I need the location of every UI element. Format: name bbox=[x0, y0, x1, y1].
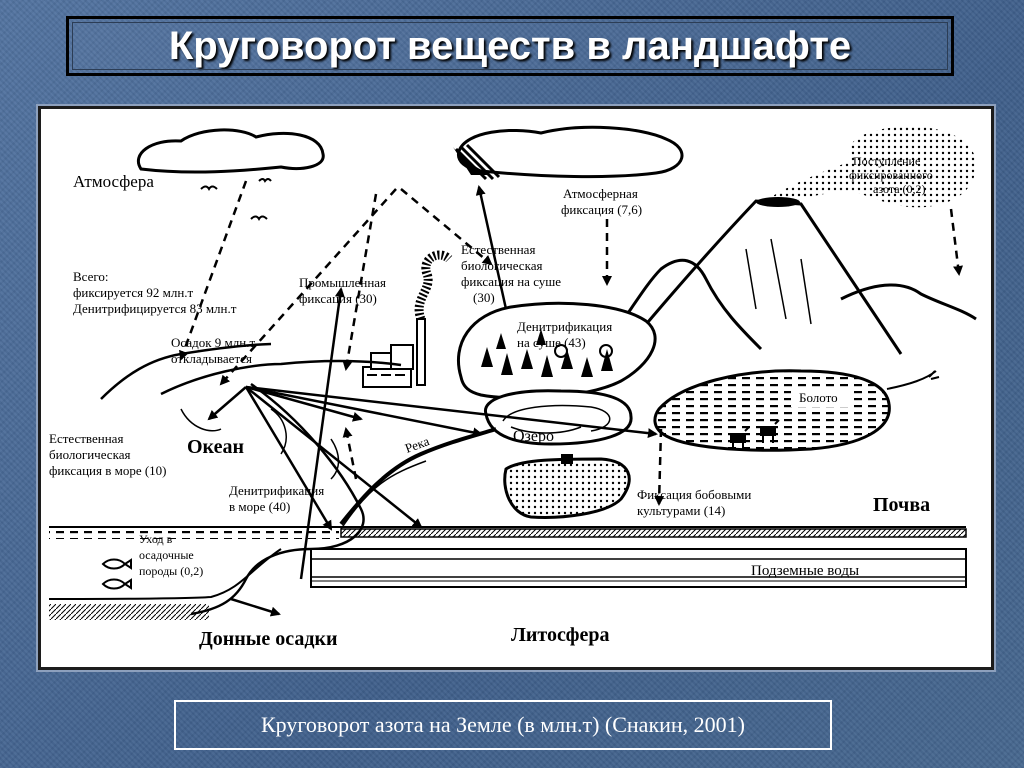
arrow-to-river bbox=[244, 386, 333, 531]
left-cloud bbox=[137, 128, 325, 174]
volcano-crater bbox=[756, 197, 800, 207]
bottom-sediment-layer bbox=[49, 604, 209, 620]
arrow-atm-sea bbox=[219, 188, 397, 386]
label-land-denit-1: Денитрификация bbox=[517, 319, 612, 334]
bird-icon bbox=[250, 215, 268, 221]
label-sed-rocks-3: породы (0,2) bbox=[139, 564, 203, 578]
arrow-atm-industry bbox=[342, 193, 378, 371]
label-total-1: Всего: bbox=[73, 269, 109, 284]
caption-box: Круговорот азота на Земле (в млн.т) (Сна… bbox=[174, 700, 832, 750]
arrow-to-coast bbox=[245, 385, 363, 422]
bird-icon bbox=[258, 178, 272, 183]
label-lithosphere: Литосфера bbox=[511, 624, 609, 646]
label-soil: Почва bbox=[873, 494, 930, 516]
label-total-3: Денитрифицируется 83 млн.т bbox=[73, 301, 237, 316]
arrow-to-ocean bbox=[207, 386, 247, 421]
arrow-atm-land bbox=[400, 188, 493, 266]
animals-icon bbox=[730, 419, 780, 450]
label-volcano-3: азота (0,2) bbox=[873, 182, 926, 196]
trees bbox=[481, 329, 613, 377]
coastline bbox=[160, 359, 402, 396]
label-atmosphere: Атмосфера bbox=[73, 172, 154, 191]
label-swamp: Болото bbox=[799, 390, 838, 405]
label-sea-bio-3: фиксация в море (10) bbox=[49, 463, 167, 478]
ocean-water bbox=[49, 529, 339, 539]
diagram-svg: Атмосфера Всего: фиксируется 92 млн.т Де… bbox=[48, 125, 977, 650]
fish-icon bbox=[101, 558, 132, 590]
slide-title: Круговорот веществ в ландшафте bbox=[168, 23, 852, 68]
label-lake: Озеро bbox=[513, 428, 554, 445]
nitrogen-cycle-diagram: Атмосфера Всего: фиксируется 92 млн.т Де… bbox=[38, 106, 994, 670]
center-cloud-shade bbox=[453, 147, 491, 175]
arrow-volcano bbox=[949, 208, 963, 276]
label-sediment-1: Осадок 9 млн.т bbox=[171, 335, 255, 350]
arrow-to-swamp bbox=[245, 385, 658, 439]
title-box: Круговорот веществ в ландшафте bbox=[66, 16, 954, 76]
label-sed-rocks-1: Уход в bbox=[139, 532, 173, 546]
tractor-icon bbox=[561, 454, 573, 464]
arrow-land-denit bbox=[475, 185, 508, 310]
label-land-bio-2: биологическая bbox=[461, 258, 542, 273]
volcano-smoke bbox=[771, 126, 976, 208]
arrow-sea-denit bbox=[342, 427, 358, 480]
label-atm-fix-1: Атмосферная bbox=[563, 186, 638, 201]
label-sea-denit-1: Денитрификация bbox=[229, 483, 324, 498]
field-area bbox=[503, 457, 631, 519]
label-industrial-1: Промышленная bbox=[299, 275, 386, 290]
label-sediment-2: откладывается bbox=[171, 351, 252, 366]
bird-icon bbox=[200, 185, 218, 191]
label-sea-bio-2: биологическая bbox=[49, 447, 130, 462]
label-legume-2: культурами (14) bbox=[637, 503, 725, 518]
arrow-legume bbox=[654, 428, 665, 506]
label-sed-rocks-2: осадочные bbox=[139, 548, 194, 562]
label-legume-1: Фиксация бобовыми bbox=[637, 487, 751, 502]
label-sea-denit-2: в море (40) bbox=[229, 499, 290, 514]
label-land-denit-2: на суше (43) bbox=[517, 335, 586, 350]
soil-layer bbox=[340, 528, 967, 538]
label-volcano-1: Поступление bbox=[853, 154, 920, 168]
arrow-to-soil bbox=[245, 386, 423, 529]
arrow-to-lake bbox=[245, 385, 483, 438]
label-atm-fix-2: фиксация (7,6) bbox=[561, 202, 642, 217]
label-groundwater: Подземные воды bbox=[751, 563, 859, 579]
arrow-atm-ocean bbox=[179, 180, 248, 361]
label-land-bio-1: Естественная bbox=[461, 242, 535, 257]
label-volcano-2: фиксированного bbox=[849, 168, 933, 182]
label-industrial-2: фиксация (30) bbox=[299, 291, 377, 306]
caption: Круговорот азота на Земле (в млн.т) (Сна… bbox=[260, 712, 746, 737]
label-bottom-sediments: Донные осадки bbox=[199, 628, 338, 650]
label-total-2: фиксируется 92 млн.т bbox=[73, 285, 194, 300]
label-ocean: Океан bbox=[187, 436, 244, 458]
arrow-to-sediment bbox=[230, 597, 281, 617]
arrow-industrial bbox=[299, 287, 345, 580]
label-land-bio-3: фиксация на суше bbox=[461, 274, 561, 289]
label-sea-bio-1: Естественная bbox=[49, 431, 123, 446]
label-land-bio-4: (30) bbox=[473, 290, 495, 305]
